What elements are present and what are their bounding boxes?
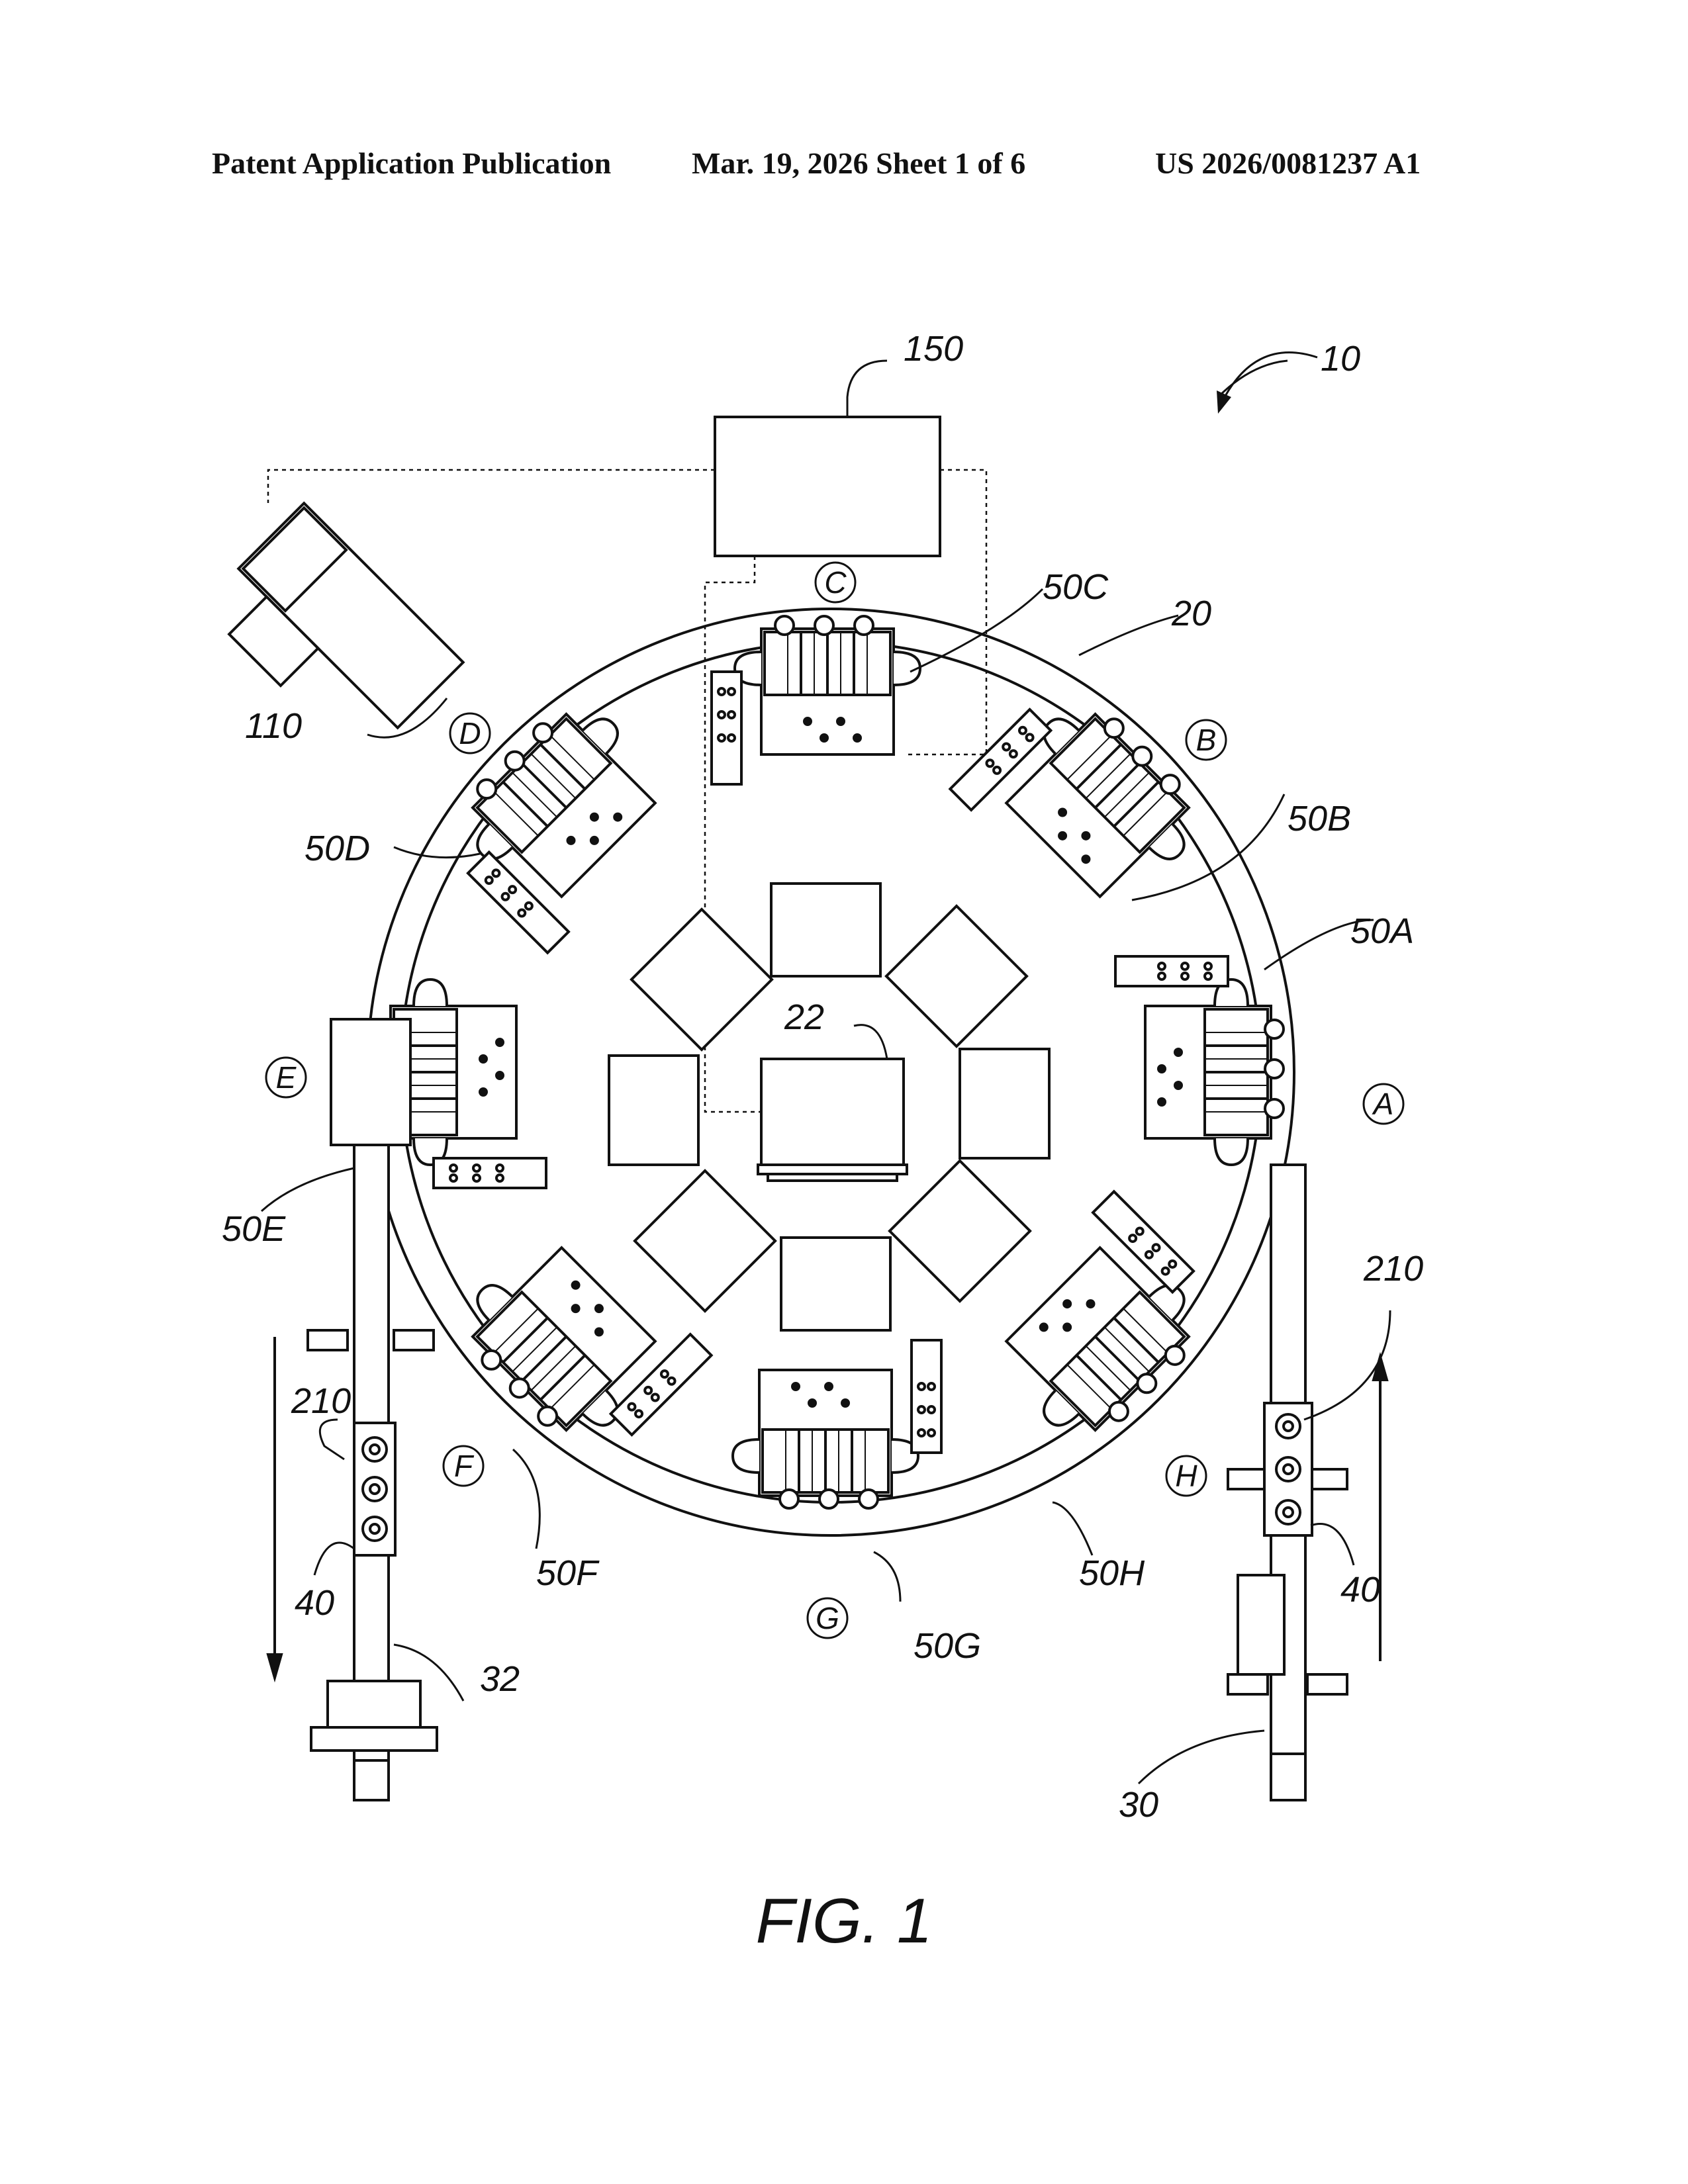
module-c: [712, 616, 920, 784]
ref-ring: 20: [1171, 594, 1211, 633]
conveyor-inbound: [1228, 1165, 1347, 1800]
module-a: [1115, 956, 1284, 1165]
ref-module-e: 50E: [222, 1209, 286, 1249]
ref-module-f: 50F: [536, 1553, 600, 1593]
ref-carrier-right: 40: [1340, 1570, 1380, 1610]
station-f-label: F: [454, 1449, 475, 1483]
ref-fixture-left: 210: [291, 1381, 351, 1421]
station-g-label: G: [816, 1601, 839, 1635]
robot-unit: [201, 503, 463, 765]
ref-module-b: 50B: [1288, 799, 1351, 839]
ref-system-arrowhead: [1217, 390, 1231, 414]
ref-center: 22: [784, 997, 824, 1037]
ref-system-leader: [1225, 353, 1317, 398]
module-b: [950, 670, 1216, 936]
ref-module-c: 50C: [1043, 567, 1109, 607]
figure-caption: FIG. 1: [756, 1886, 933, 1956]
ref-module-g: 50G: [914, 1626, 981, 1666]
ref-robot: 110: [245, 706, 302, 746]
ref-module-a: 50A: [1350, 911, 1414, 951]
station-d-label: D: [459, 716, 481, 751]
station-c-label: C: [824, 565, 847, 600]
ref-module-h: 50H: [1079, 1553, 1145, 1593]
ref-conveyor-in: 30: [1119, 1785, 1158, 1825]
ref-module-d: 50D: [305, 829, 370, 868]
ref-system: 10: [1321, 339, 1360, 379]
station-h-label: H: [1175, 1459, 1197, 1493]
controller-box: [715, 417, 940, 556]
station-b-label: B: [1196, 723, 1217, 757]
ref-fixture-right: 210: [1363, 1249, 1423, 1289]
station-e-label: E: [276, 1060, 297, 1095]
station-a-label: A: [1372, 1087, 1394, 1121]
ref-conveyor-out: 32: [480, 1659, 520, 1699]
center-platform: [758, 1059, 907, 1181]
module-g: [733, 1340, 941, 1508]
ref-carrier-left: 40: [295, 1583, 334, 1623]
ref-controller: 150: [904, 329, 963, 369]
carrier-left: [354, 1423, 395, 1555]
